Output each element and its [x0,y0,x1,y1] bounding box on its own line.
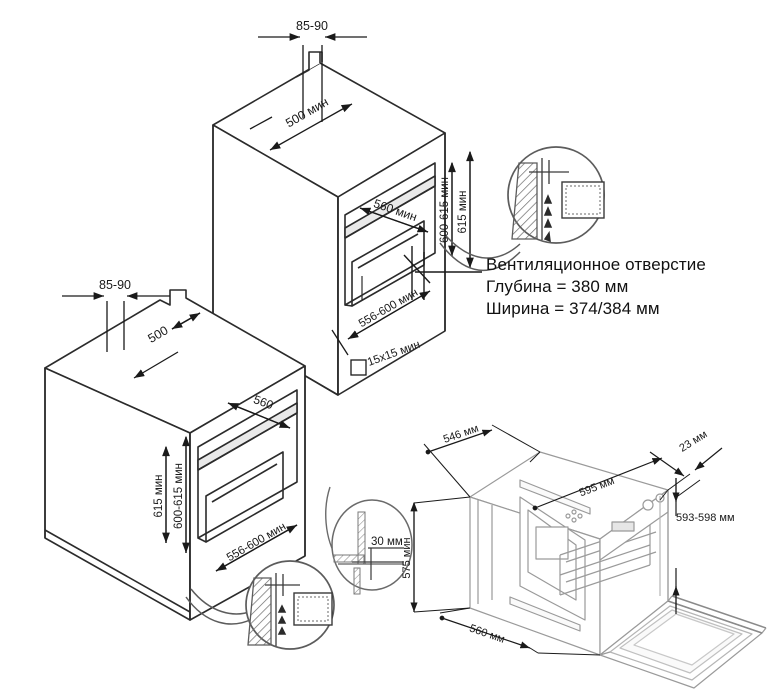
dim-label-upper-height-range: 600-615 мин [439,177,451,243]
dim-label-lower-height-min: 615 мин [153,474,165,517]
dim-oven-width-top [423,424,541,498]
dim-label-upper-height-min: 615 мин [457,190,469,233]
vent-note-line-2: Глубина = 380 мм [486,277,629,297]
dim-label-oven-front-height: 593-598 мм [676,512,735,524]
dim-label-lower-depth-top: 85-90 [99,278,131,292]
dim-upper-depth [249,103,353,151]
vent-note-leader [403,246,482,300]
vent-note-line-1: Вентиляционное отверстие [486,255,706,274]
dim-oven-depth-top [529,451,669,511]
dim-lower-niche-width [227,402,291,429]
dim-oven-front-overhang [649,447,723,497]
vent-note-line-3: Ширина = 374/384 мм [486,299,660,319]
dim-lower-depth [133,312,201,379]
dim-label-lower-niche-width: 560 [252,392,276,412]
dim-label-oven-body-height: 575 мин [401,537,413,578]
dim-label-lower-height-range: 600-615 мин [173,463,185,529]
vent-detail-bubble-bottom [185,560,335,650]
dim-oven-body-height [410,496,471,613]
dim-lower-depth-top [62,292,170,352]
dim-oven-body-width [439,607,601,656]
corner-cutout-icon [331,329,367,376]
dim-upper-niche-width [359,207,429,233]
vent-detail-bubble-top [439,146,605,271]
dim-upper-depth-top [258,33,367,122]
lower-cabinet-group [44,289,306,621]
dim-label-upper-depth-top: 85-90 [296,19,328,33]
vent-note-block: Вентиляционное отверстие Глубина = 380 м… [486,254,736,320]
gap-detail-bubble [325,486,413,595]
dim-label-gap: 30 мм [371,536,403,548]
dim-lower-niche-depth [215,524,298,572]
oven-unit-group [469,451,767,689]
dim-upper-niche-depth [347,290,431,340]
